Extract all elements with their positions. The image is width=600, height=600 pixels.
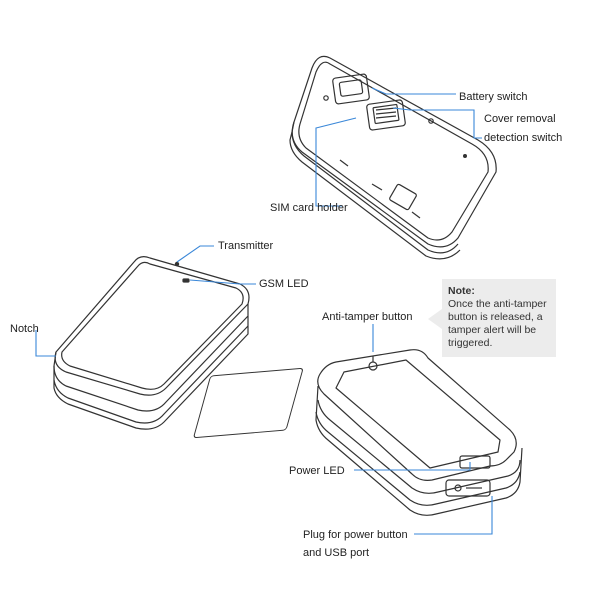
note-box: Note: Once the anti-tamper button is rel… bbox=[428, 279, 556, 357]
note-body: Once the anti-tamper button is released,… bbox=[448, 298, 547, 349]
label-sim-card-holder: SIM card holder bbox=[270, 202, 348, 214]
gsm-led-indicator bbox=[182, 278, 190, 283]
label-anti-tamper-button: Anti-tamper button bbox=[322, 311, 413, 323]
note-pointer bbox=[428, 309, 442, 329]
power-led-slot bbox=[459, 455, 491, 469]
label-notch: Notch bbox=[10, 323, 39, 335]
leader-battery-switch bbox=[371, 87, 456, 95]
leader-lines bbox=[35, 87, 493, 535]
transmitter-dot bbox=[174, 261, 180, 267]
leader-notch bbox=[35, 330, 56, 357]
note-title: Note: bbox=[448, 285, 475, 297]
label-cover-removal-line2: detection switch bbox=[484, 132, 563, 144]
leader-gsm-led bbox=[189, 279, 256, 285]
sim-card-holder-slot bbox=[366, 99, 406, 131]
leader-cover-removal bbox=[392, 107, 482, 139]
label-plug-line1: Plug for power button bbox=[303, 529, 408, 541]
label-transmitter: Transmitter bbox=[218, 240, 274, 252]
device-front bbox=[53, 256, 250, 430]
leader-sim-card-holder bbox=[315, 117, 357, 207]
label-battery-switch: Battery switch bbox=[459, 91, 528, 103]
leader-plug bbox=[414, 496, 493, 535]
label-cover-removal-line1: Cover removal bbox=[484, 113, 556, 125]
label-plug-line2: and USB port bbox=[303, 547, 370, 559]
usb-port-plug bbox=[445, 479, 491, 497]
device-back-open bbox=[289, 55, 497, 260]
device-window bbox=[193, 367, 303, 439]
label-gsm-led: GSM LED bbox=[259, 278, 309, 290]
label-power-led: Power LED bbox=[289, 465, 345, 477]
device-bottom-view bbox=[193, 349, 523, 516]
battery-switch-compartment bbox=[332, 73, 370, 105]
leader-power-led bbox=[354, 462, 471, 471]
leader-transmitter bbox=[176, 245, 214, 263]
